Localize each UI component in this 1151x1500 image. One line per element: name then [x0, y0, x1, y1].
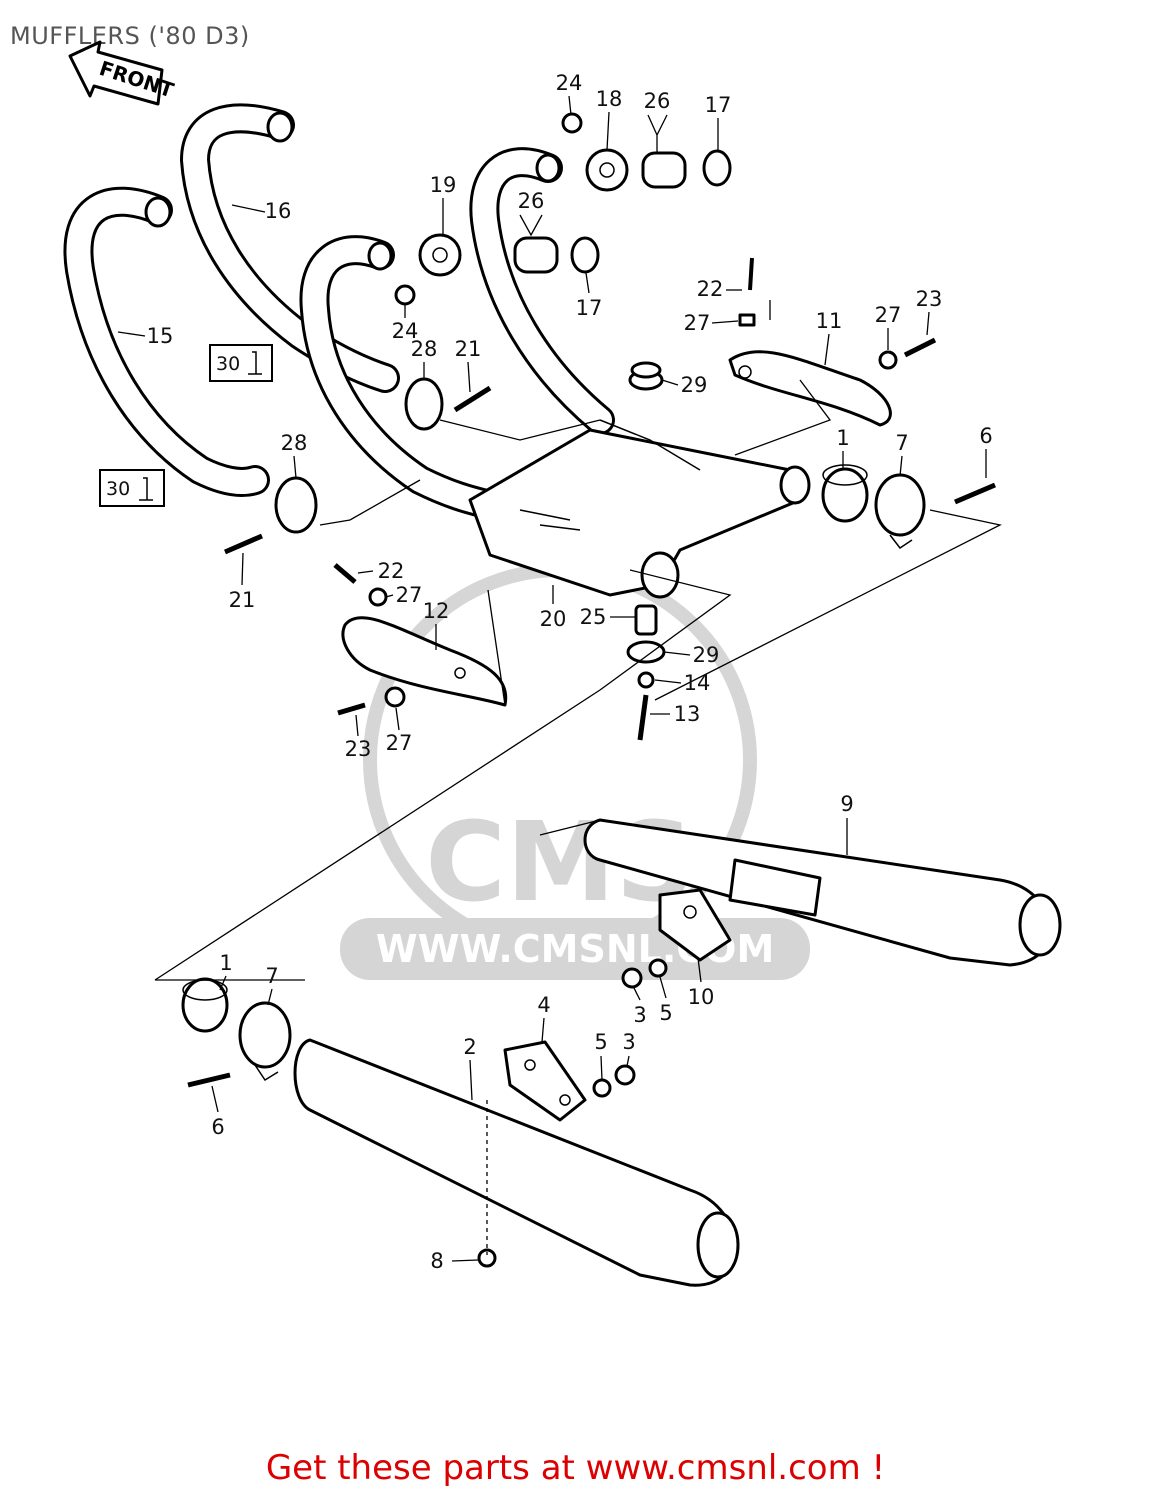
- callout-3-lower: 3: [622, 1030, 635, 1054]
- callout-24-top: 24: [556, 71, 583, 95]
- callout-12: 12: [423, 599, 450, 623]
- callout-30-lower: 30: [106, 478, 130, 500]
- callout-24-mid: 24: [392, 319, 419, 343]
- gasket-1-lower: [181, 977, 229, 1033]
- callout-27-right: 27: [875, 303, 902, 327]
- fasteners: [187, 112, 996, 1268]
- callout-9: 9: [840, 792, 853, 816]
- bracket-4: [503, 1040, 587, 1122]
- callout-10: 10: [688, 985, 715, 1009]
- leader-lines: [117, 95, 987, 1262]
- callout-28-upper: 28: [411, 337, 438, 361]
- clamp-28-upper: [404, 377, 444, 431]
- callout-26-mid: 26: [518, 189, 545, 213]
- callout-16: 16: [265, 199, 292, 223]
- callout-19: 19: [430, 173, 457, 197]
- collector-chamber-20: [468, 419, 811, 599]
- clamp-7-upper: [874, 473, 926, 550]
- callout-27-upper: 27: [684, 311, 711, 335]
- muffler-2: [293, 1038, 740, 1287]
- gasket-17-upper: [702, 149, 732, 187]
- callout-7-lower: 7: [265, 964, 278, 988]
- callout-4: 4: [537, 993, 550, 1017]
- callout-29-lower: 29: [693, 643, 720, 667]
- callout-1-lower: 1: [219, 951, 232, 975]
- callout-13: 13: [674, 702, 701, 726]
- muffler-9: [583, 818, 1062, 967]
- callout-21-upper: 21: [455, 337, 482, 361]
- clamp-7-lower: [238, 1001, 292, 1082]
- clamp-28-lower: [274, 476, 318, 534]
- callout-2: 2: [463, 1035, 476, 1059]
- flange-19: [418, 233, 462, 277]
- flange-18: [585, 148, 629, 192]
- callout-23-lower: 23: [345, 737, 372, 761]
- page-title: MUFFLERS ('80 D3): [10, 22, 250, 50]
- callout-1-upper: 1: [836, 426, 849, 450]
- gasket-1-upper: [821, 464, 869, 523]
- callout-6-lower: 6: [211, 1115, 224, 1139]
- callout-17-top: 17: [705, 93, 732, 117]
- callout-3-upper: 3: [633, 1003, 646, 1027]
- buy-parts-link[interactable]: Get these parts at www.cmsnl.com !: [265, 1448, 886, 1488]
- callout-8: 8: [430, 1249, 443, 1273]
- callout-11: 11: [816, 309, 843, 333]
- callout-30-upper: 30: [216, 353, 240, 375]
- spacer-26-upper: [641, 151, 687, 189]
- rubber-damper-29-bottom: [626, 604, 666, 664]
- torque-box-30-upper: 30: [209, 344, 273, 382]
- callout-21-lower: 21: [229, 588, 256, 612]
- callout-28-lower: 28: [281, 431, 308, 455]
- rubber-damper-29-top: [628, 361, 664, 391]
- callout-20: 20: [540, 607, 567, 631]
- callout-14: 14: [684, 671, 711, 695]
- spacer-26-lower: [513, 236, 559, 274]
- callout-27-mid: 27: [396, 583, 423, 607]
- gasket-17-lower: [570, 236, 600, 274]
- callout-29-upper: 29: [681, 373, 708, 397]
- exploded-parts-diagram: CMS WWW.CMSNL.COM FRONT: [63, 40, 1062, 1287]
- exhaust-pipe-inner-left: [299, 235, 505, 520]
- callout-5-upper: 5: [659, 1001, 672, 1025]
- callout-17-mid: 17: [576, 296, 603, 320]
- reference-lines: [154, 300, 1002, 1255]
- front-arrow-icon: FRONT: [68, 40, 177, 106]
- exhaust-pipe-inner-right: [469, 147, 615, 435]
- torque-box-30-lower: 30: [99, 469, 165, 507]
- heat-shield-11: [728, 350, 892, 427]
- callout-22-upper: 22: [697, 277, 724, 301]
- callout-27-lower: 27: [386, 731, 413, 755]
- bracket-10: [658, 888, 732, 962]
- exhaust-pipe-15: [63, 186, 270, 497]
- callout-23-right: 23: [916, 287, 943, 311]
- callout-26-top: 26: [644, 89, 671, 113]
- callout-6-upper: 6: [979, 424, 992, 448]
- callout-15: 15: [147, 324, 174, 348]
- callout-7-upper: 7: [895, 431, 908, 455]
- callout-18: 18: [596, 87, 623, 111]
- callout-25: 25: [580, 605, 607, 629]
- callout-22-lower: 22: [378, 559, 405, 583]
- part-callouts: 24 18 26 17 19 26 17 24 16 15 28 21 28 2…: [147, 71, 993, 1273]
- callout-5-lower: 5: [594, 1030, 607, 1054]
